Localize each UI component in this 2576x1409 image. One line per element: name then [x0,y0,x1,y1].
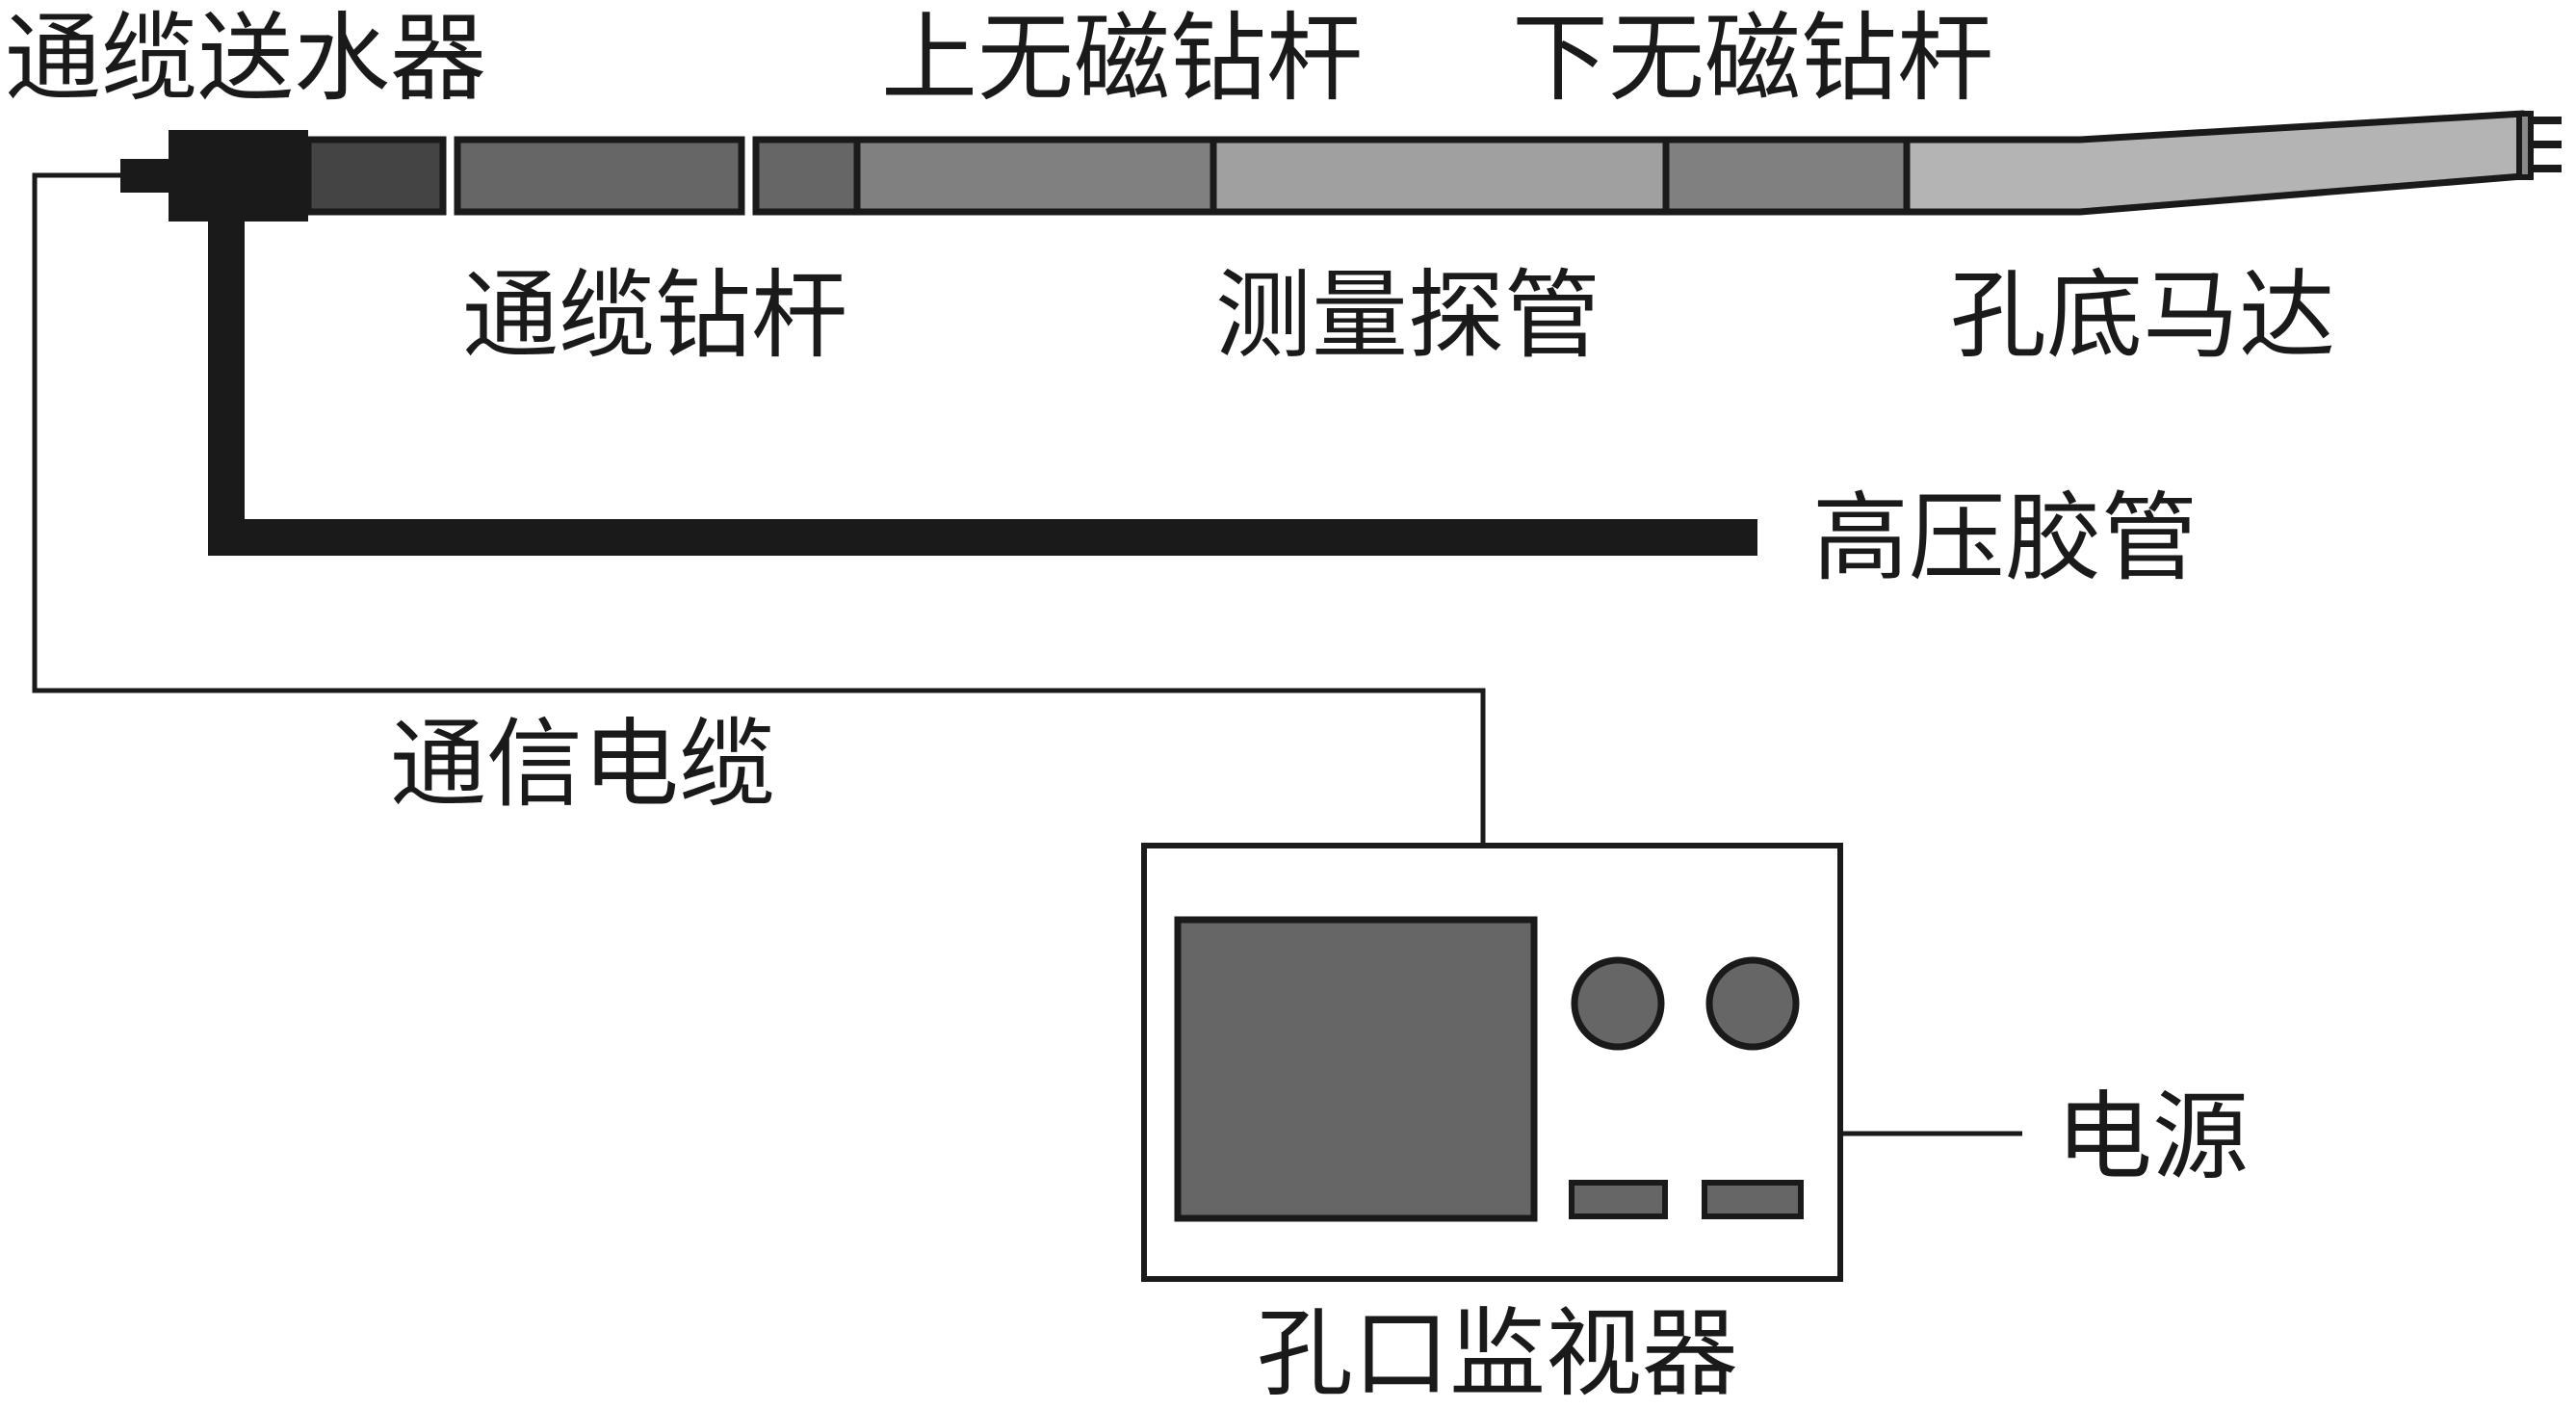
comm-cable-line [32,172,1486,846]
measuring-probe-segment [1210,136,1670,216]
high-pressure-hose-line [208,220,1757,556]
label-borehole-monitor: 孔口监视器 [1257,1297,1738,1409]
label-cable-drill-rod: 通缆钻杆 [462,259,847,372]
monitor-switch-right [1702,1180,1804,1219]
drill-string [120,110,2562,222]
monitor-screen [1174,916,1538,1222]
label-measuring-probe: 测量探管 [1215,259,1600,372]
monitor-knob-right [1705,956,1800,1051]
label-upper-nonmag-rod: 上无磁钻杆 [881,2,1363,115]
monitor-knob-left [1571,956,1665,1051]
label-high-pressure-hose: 高压胶管 [1812,482,2198,594]
label-lower-nonmag-rod: 下无磁钻杆 [1512,2,1993,115]
label-power: 电源 [2056,1081,2249,1193]
drill-string-segment-1 [304,136,447,216]
borehole-monitor [1141,843,1843,1282]
monitor-switch-left [1569,1180,1668,1219]
label-water-swivel: 通缆送水器 [5,2,486,115]
water-swivel-connector [120,159,173,193]
label-downhole-motor: 孔底马达 [1950,259,2335,372]
drill-bit [2516,111,2534,180]
lower-nonmag-rod-segment [1662,136,1911,216]
label-comm-cable: 通信电缆 [390,708,775,821]
drill-string-segment-3 [752,136,861,216]
water-swivel-body [169,130,308,222]
cable-drill-rod-segment [454,136,745,216]
downhole-motor-segment [1903,110,2527,216]
drill-bit-teeth [2531,117,2562,172]
upper-nonmag-rod-segment [853,136,1217,216]
